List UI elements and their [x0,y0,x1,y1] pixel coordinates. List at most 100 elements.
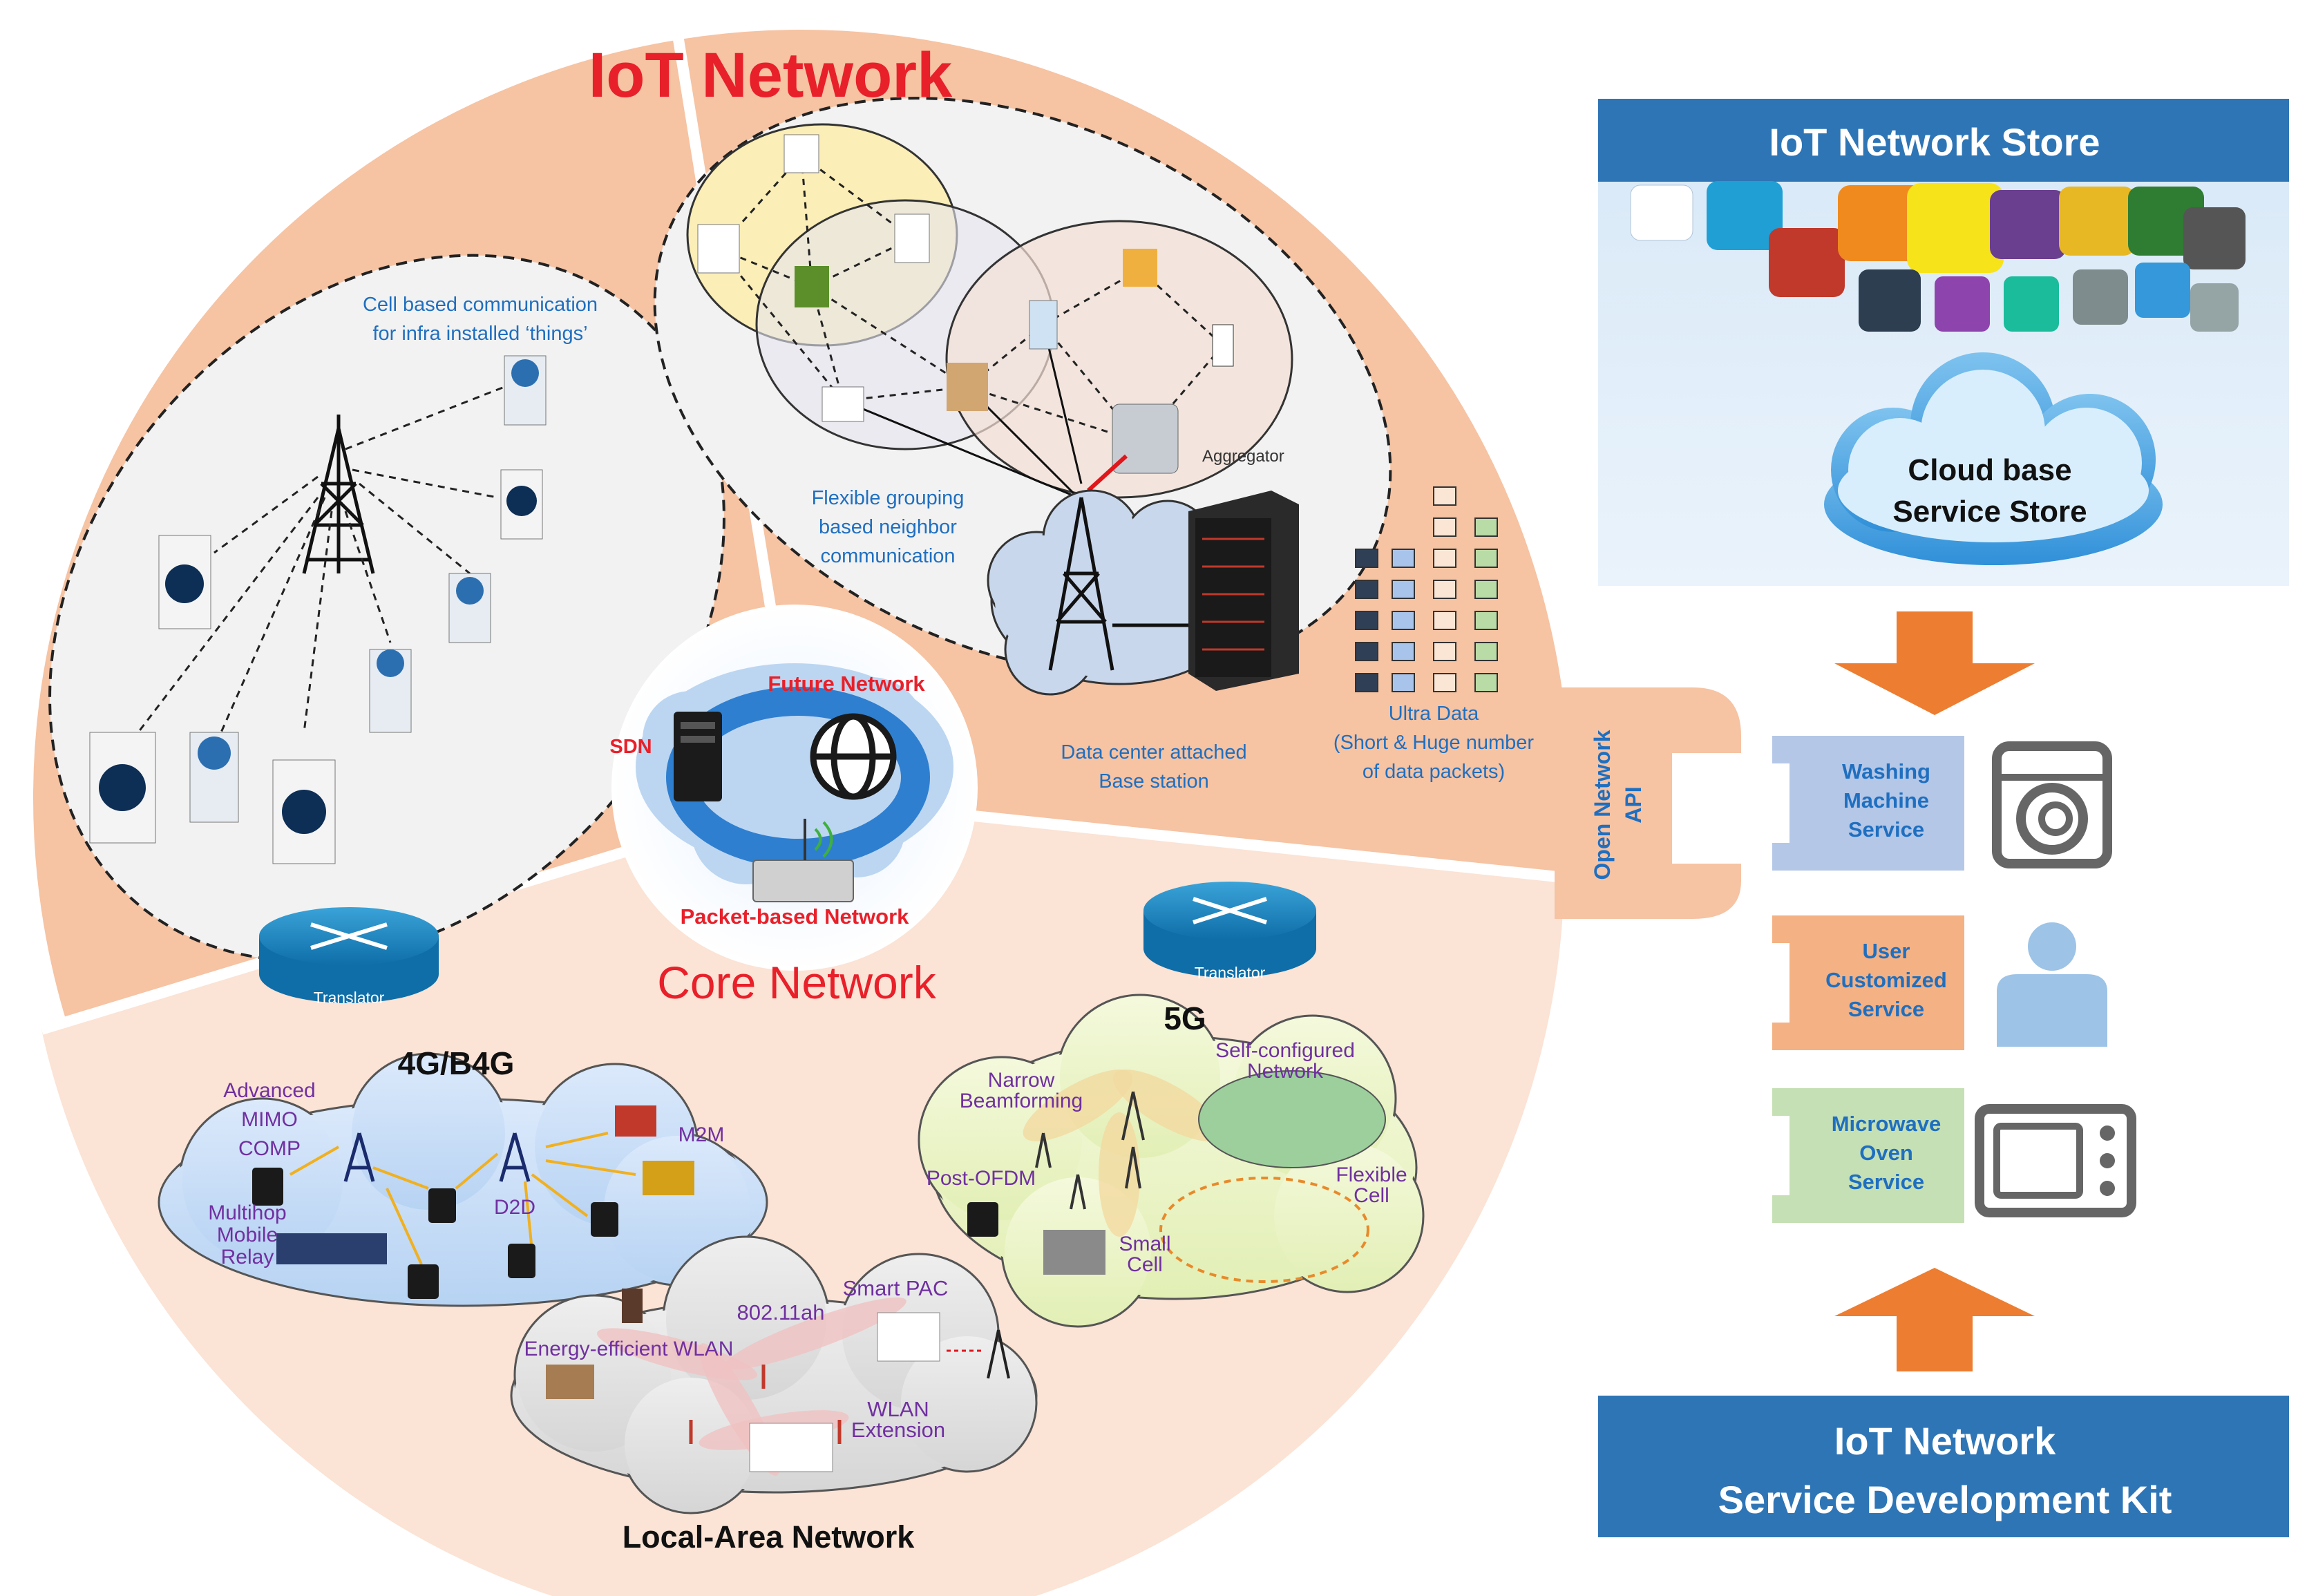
data-packet [1392,549,1415,568]
cat-icon [1123,249,1157,287]
sdn-label: SDN [609,736,652,758]
service-label: Washing [1842,759,1930,783]
fridge-icon [1029,300,1058,350]
datacenter-label-1: Data center attached [1061,741,1246,763]
data-packet [1474,642,1498,661]
narrow-label-2: Beamforming [960,1090,1083,1112]
smallcell-label-2: Cell [1127,1253,1163,1276]
ultra-label-2: (Short & Huge number [1333,732,1534,754]
phone-icon [894,213,930,263]
service-label: Service [1848,817,1924,842]
api-connector: Open Network API [1555,687,1741,919]
sdk-label-1: IoT Network [1834,1419,2056,1463]
api-label-1: Open Network [1590,730,1615,880]
sensor-icon-2 [500,469,543,540]
translator-left-label: Translator [314,989,385,1007]
smart-pac-icon [877,1312,940,1362]
ultra-label-3: of data packets) [1363,761,1505,783]
service-label: Service [1848,997,1924,1021]
lan-title: Local-Area Network [623,1519,915,1555]
core-network: Future Network SDN Packet-based Network … [609,605,978,1008]
d2d-label: D2D [494,1196,535,1219]
wlan-ext-device-icon [749,1423,833,1472]
cloud-store-label-2: Service Store [1892,495,2087,529]
service-label: Microwave [1832,1112,1942,1136]
wifi-label: 802.11ah [737,1300,825,1324]
sdk-label-2: Service Development Kit [1718,1478,2172,1521]
adv-label-2: MIMO [241,1108,298,1131]
data-packet [1433,611,1456,630]
box-icon [947,363,988,411]
store-title: IoT Network Store [1769,120,2100,164]
cell-label-2: for infra installed ‘things’ [372,323,587,345]
data-packet [1392,642,1415,661]
bus-icon [276,1233,387,1264]
beam-icons [1023,1070,1223,1237]
user-icon [1997,922,2107,1047]
data-packet [1474,549,1498,568]
data-packet [1355,580,1378,599]
label-4g: 4G/B4G [398,1045,515,1081]
m2m-machine-icon [643,1161,694,1195]
cell-label-1: Cell based communication [363,294,598,316]
data-packet [1355,642,1378,661]
service-label: Machine [1843,788,1929,813]
phone-4g-1-icon [252,1168,283,1206]
aggregator-arrow [1086,454,1128,493]
data-packet [1355,611,1378,630]
tower-4g-2-icon [499,1132,531,1182]
cloud-store-icon [1824,352,2163,565]
mobile-icon [1212,324,1234,367]
tv-icon [822,386,864,422]
translator-right-label: Translator [1195,964,1266,982]
small-cell-photo [1043,1230,1105,1275]
cell-communication-zone: Cell based communication for infra insta… [48,254,725,962]
phone-5g-icon [967,1202,998,1237]
smallcell-label-1: Small [1119,1233,1170,1255]
datacenter-label-2: Base station [1099,770,1209,792]
sensor-icon-6 [89,732,156,844]
flexible-cell-zone [1159,1177,1369,1283]
network-store-panel: IoT Network Store [1598,99,2289,586]
washing-machine-icon [1992,741,2112,868]
sensor-icon-1 [504,355,547,426]
narrow-label-1: Narrow [988,1069,1055,1092]
data-packet [1433,673,1456,692]
sensor-icon-7 [189,732,239,823]
flex-label-1: Flexible grouping [812,487,965,509]
data-packet [1392,580,1415,599]
smart-pac-tower-icon [987,1329,1010,1379]
service-tile-shape [1772,1088,1964,1223]
service-tile-shape [1772,736,1964,871]
data-packet [1433,486,1456,506]
store-header [1598,99,2289,182]
wlan-ext-label-2: Extension [851,1418,945,1442]
wlan-ext-label-1: WLAN [867,1397,929,1421]
service-label: Customized [1825,968,1947,992]
m2m-device-icon [615,1105,656,1137]
down-arrow [1834,611,2035,715]
label-5g: 5G [1164,1000,1206,1036]
router-icon [752,819,854,902]
flexible-grouping-zone: Aggregator Flexible grouping based neigh… [653,97,1392,792]
globe-icon [810,713,897,800]
server-rack-icon [1188,491,1299,691]
api-plug-shape [1555,687,1741,919]
packet-network-label: Packet-based Network [681,904,910,929]
data-packet [1392,673,1415,692]
wlan-antennas [689,1365,842,1444]
data-packet [1433,549,1456,568]
future-network-label: Future Network [768,672,925,696]
sensor-icon-8 [272,759,336,864]
service-label: Oven [1859,1141,1913,1165]
data-packet [1474,673,1498,692]
service-tile-shape [1772,915,1964,1050]
plant-icon [795,266,829,307]
up-arrow [1834,1268,2035,1371]
data-packet [1474,580,1498,599]
sdn-server-icon [674,712,722,801]
